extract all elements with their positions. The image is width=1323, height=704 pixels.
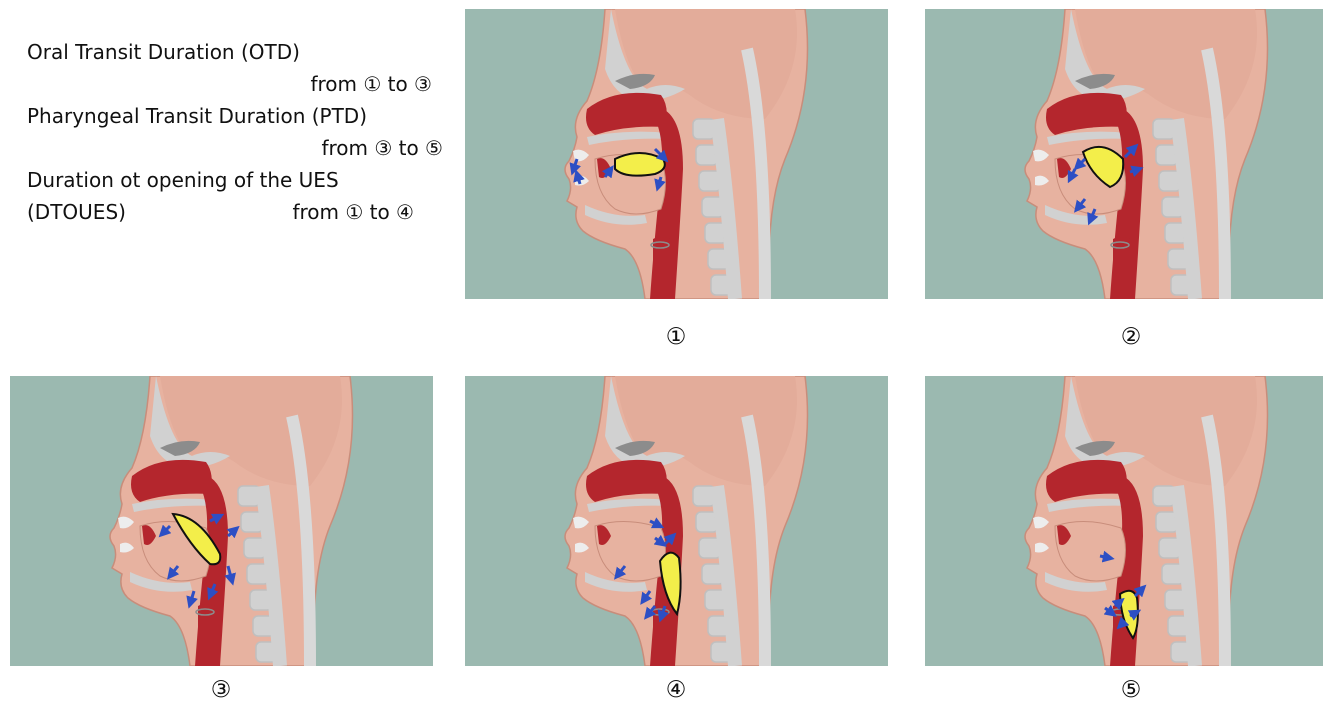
dtoues-row: (DTOUES) from ① to ④ bbox=[27, 196, 414, 228]
ptd-range: from ③ to ⑤ bbox=[27, 132, 447, 164]
swallow-stage-1-panel bbox=[465, 9, 888, 299]
swallow-stage-4-panel bbox=[465, 376, 888, 666]
ptd-title: Pharyngeal Transit Duration (PTD) bbox=[27, 100, 447, 132]
dtoues-title: Duration ot opening of the UES bbox=[27, 164, 447, 196]
stage-5-caption: ⑤ bbox=[1111, 677, 1151, 703]
head-sagittal-illustration-2 bbox=[925, 9, 1323, 299]
head-sagittal-illustration-5 bbox=[925, 376, 1323, 666]
otd-title: Oral Transit Duration (OTD) bbox=[27, 36, 447, 68]
dtoues-abbr: (DTOUES) bbox=[27, 196, 126, 228]
stage-1-caption: ① bbox=[656, 324, 696, 350]
swallow-stage-3-panel bbox=[10, 376, 433, 666]
stage-4-caption: ④ bbox=[656, 677, 696, 703]
swallow-stage-5-panel bbox=[925, 376, 1323, 666]
otd-range: from ① to ③ bbox=[27, 68, 447, 100]
food-bolus bbox=[615, 153, 665, 176]
head-sagittal-illustration-1 bbox=[465, 9, 888, 299]
head-sagittal-illustration-4 bbox=[465, 376, 888, 666]
stage-3-caption: ③ bbox=[201, 677, 241, 703]
head-sagittal-illustration-3 bbox=[10, 376, 433, 666]
movement-arrow bbox=[1100, 556, 1110, 558]
dtoues-range: from ① to ④ bbox=[292, 196, 414, 228]
stage-2-caption: ② bbox=[1111, 324, 1151, 350]
legend: Oral Transit Duration (OTD) from ① to ③ … bbox=[27, 36, 447, 228]
swallow-stage-2-panel bbox=[925, 9, 1323, 299]
